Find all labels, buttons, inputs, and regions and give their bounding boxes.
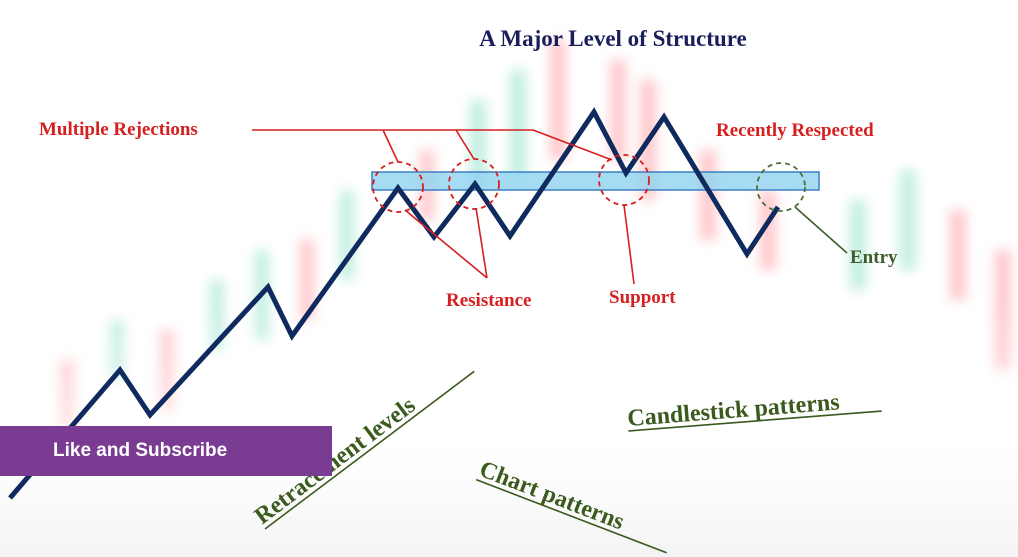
recently-respected-label: Recently Respected: [716, 120, 874, 141]
resistance-label: Resistance: [446, 290, 531, 311]
annotation-connectors: [252, 129, 635, 285]
entry-connector: [794, 206, 848, 254]
entry-label: Entry: [850, 247, 898, 268]
diagram-title: A Major Level of Structure: [479, 26, 746, 51]
subscribe-banner-label: Like and Subscribe: [53, 440, 228, 461]
subscribe-banner[interactable]: Like and Subscribe: [0, 426, 332, 476]
multiple-rejections-label: Multiple Rejections: [39, 119, 198, 140]
price-path-line: [8, 107, 781, 500]
entry-circle: [756, 162, 806, 212]
structure-level-zone: [371, 171, 820, 191]
support-label: Support: [609, 287, 676, 308]
